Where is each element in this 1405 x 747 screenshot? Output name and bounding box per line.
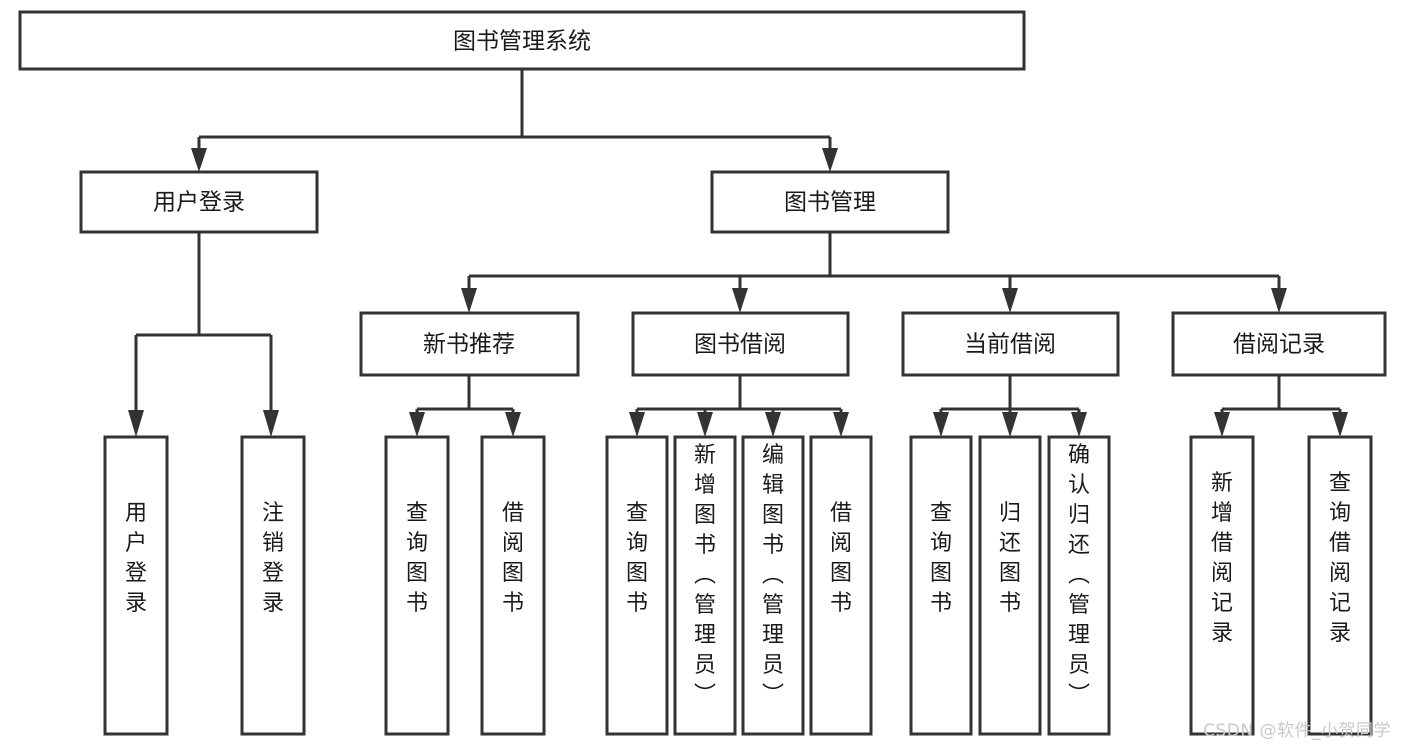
node-login-label: 用户登录: [153, 190, 245, 216]
arrow-leaf-2: [263, 410, 279, 437]
node-newbook[interactable]: 新书推荐: [359, 311, 580, 377]
connector-layer: [128, 69, 1348, 437]
node-leaf-2-box[interactable]: [240, 435, 306, 736]
node-leaf-4-label: 借阅图书: [502, 501, 524, 616]
node-leaf-7-box[interactable]: [741, 435, 805, 736]
node-leaf-3-box[interactable]: [384, 435, 450, 736]
node-current[interactable]: 当前借阅: [901, 311, 1120, 377]
node-leaf-8-box[interactable]: [809, 435, 873, 736]
node-current-box[interactable]: [901, 311, 1120, 377]
node-leaf-1-label: 用户登录: [125, 501, 147, 616]
node-borrow-box[interactable]: [631, 311, 850, 377]
node-leaf-10-box[interactable]: [978, 435, 1042, 736]
node-leaf-10[interactable]: 归还图书: [978, 435, 1042, 736]
node-records[interactable]: 借阅记录: [1171, 311, 1387, 377]
arrow-leaf-13: [1332, 412, 1348, 437]
node-leaf-8[interactable]: 借阅图书: [809, 435, 873, 736]
node-records-box[interactable]: [1171, 311, 1387, 377]
node-current-label: 当前借阅: [964, 332, 1056, 358]
node-leaf-4-box[interactable]: [480, 435, 546, 736]
node-leaf-13[interactable]: 查询借阅记录: [1307, 435, 1373, 736]
node-bookmgmt-box[interactable]: [710, 170, 950, 234]
node-leaf-13-box[interactable]: [1307, 435, 1373, 736]
arrow-to-bookmgmt: [822, 148, 838, 172]
node-leaf-11-box[interactable]: [1047, 435, 1111, 736]
node-leaf-6[interactable]: 新增图书︵管理员︶: [673, 435, 737, 736]
node-newbook-label: 新书推荐: [423, 332, 515, 358]
node-leaf-9-box[interactable]: [909, 435, 973, 736]
node-login[interactable]: 用户登录: [79, 170, 319, 234]
arrow-leaf-10: [1002, 412, 1018, 437]
arrow-leaf-8: [833, 412, 849, 437]
node-leaf-12[interactable]: 新增借阅记录: [1189, 435, 1255, 736]
node-leaf-5[interactable]: 查询图书: [605, 435, 669, 736]
node-leaf-4[interactable]: 借阅图书: [480, 435, 546, 736]
arrow-to-current: [1002, 288, 1018, 313]
arrow-leaf-7: [765, 412, 781, 437]
arrow-to-records: [1271, 288, 1287, 313]
arrow-leaf-1: [128, 410, 144, 437]
node-leaf-5-box[interactable]: [605, 435, 669, 736]
node-leaf-7-label: 编辑图书︵管理员︶: [762, 443, 784, 708]
node-leaf-1-box[interactable]: [103, 435, 169, 736]
node-borrow[interactable]: 图书借阅: [631, 311, 850, 377]
arrow-leaf-9: [933, 412, 949, 437]
node-leaf-6-box[interactable]: [673, 435, 737, 736]
arrow-to-login: [191, 148, 207, 172]
node-leaf-5-label: 查询图书: [626, 501, 648, 616]
node-bookmgmt-label: 图书管理: [784, 190, 876, 216]
node-leaf-1[interactable]: 用户登录: [103, 435, 169, 736]
arrow-leaf-12: [1214, 412, 1230, 437]
node-root-box[interactable]: [18, 10, 1026, 71]
node-root[interactable]: 图书管理系统: [18, 10, 1026, 71]
node-leaf-2[interactable]: 注销登录: [240, 435, 306, 736]
node-leaf-3-label: 查询图书: [406, 501, 428, 616]
arrow-leaf-6: [697, 412, 713, 437]
arrow-leaf-3: [409, 412, 425, 437]
arrow-leaf-11: [1071, 412, 1087, 437]
node-leaf-7[interactable]: 编辑图书︵管理员︶: [741, 435, 805, 736]
node-leaf-10-label: 归还图书: [999, 501, 1021, 616]
node-leaf-3[interactable]: 查询图书: [384, 435, 450, 736]
node-leaf-6-label: 新增图书︵管理员︶: [694, 443, 716, 708]
node-leaf-12-box[interactable]: [1189, 435, 1255, 736]
arrow-to-borrow: [732, 288, 748, 313]
node-bookmgmt[interactable]: 图书管理: [710, 170, 950, 234]
node-root-label: 图书管理系统: [453, 29, 591, 55]
leaf-layer: 用户登录 注销登录 查询图书 借阅图书 查询图书 新增图书︵管理员︶: [103, 435, 1373, 736]
node-leaf-12-label: 新增借阅记录: [1211, 471, 1233, 646]
node-records-label: 借阅记录: [1233, 332, 1325, 358]
node-leaf-9-label: 查询图书: [930, 501, 952, 616]
node-leaf-8-label: 借阅图书: [830, 501, 852, 616]
node-borrow-label: 图书借阅: [694, 332, 786, 358]
arrow-to-newbook: [461, 288, 477, 313]
node-leaf-9[interactable]: 查询图书: [909, 435, 973, 736]
node-leaf-13-label: 查询借阅记录: [1329, 471, 1351, 646]
node-leaf-11[interactable]: 确认归还︵管理员︶: [1047, 435, 1111, 736]
node-login-box[interactable]: [79, 170, 319, 234]
arrow-leaf-5: [629, 412, 645, 437]
node-leaf-2-label: 注销登录: [262, 501, 284, 616]
node-leaf-11-label: 确认归还︵管理员︶: [1068, 443, 1090, 708]
arrow-leaf-4: [505, 412, 521, 437]
node-newbook-box[interactable]: [359, 311, 580, 377]
